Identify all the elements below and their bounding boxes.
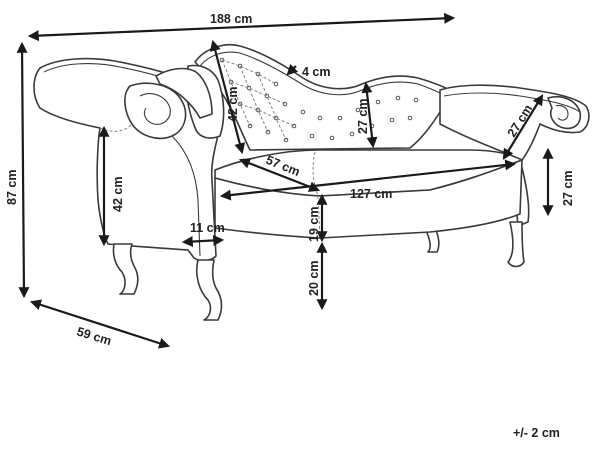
label-back-height-low: 27 cm [356, 99, 370, 134]
dimension-arrows [16, 12, 554, 349]
tolerance-note: +/- 2 cm [513, 426, 560, 440]
label-back-height-high: 42 cm [226, 87, 240, 122]
arrow-back-thickness [286, 63, 299, 76]
label-overall-height: 87 cm [5, 170, 19, 205]
arrow-overall-height [16, 41, 30, 299]
arrow-seat-width [219, 159, 517, 201]
arrow-small-arm-width [502, 94, 544, 160]
label-arm-width: 11 cm [190, 221, 225, 235]
arrow-depth [29, 299, 171, 349]
label-overall-width: 188 cm [210, 12, 252, 26]
arrow-overall-width [27, 12, 456, 42]
arrow-back-height-low [361, 81, 378, 149]
label-small-arm-height: 27 cm [561, 171, 575, 206]
label-back-thickness: 4 cm [302, 65, 331, 79]
dimension-labels: 188 cm 87 cm 59 cm 42 cm 27 cm 4 cm 57 c… [5, 12, 575, 440]
arrow-back-height-high [209, 39, 246, 155]
label-depth: 59 cm [75, 324, 113, 348]
label-arm-height: 42 cm [111, 177, 125, 212]
arrow-arm-width [181, 234, 225, 248]
label-seat-width: 127 cm [350, 187, 392, 201]
label-seat-thickness: 19 cm [307, 207, 321, 242]
label-leg-height: 20 cm [307, 261, 321, 296]
